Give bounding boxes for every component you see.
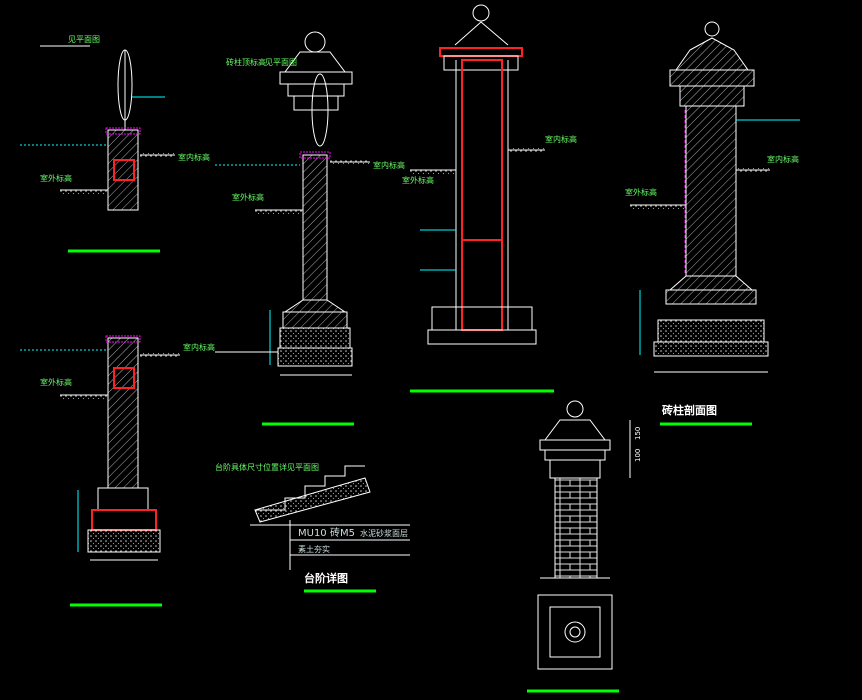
detail-steps: 台阶具体尺寸位置详见平面图 MU10 砖M5 水泥砂浆面层 素土夯实 台阶详图 [215, 462, 410, 593]
dim-100: 100 [634, 449, 642, 462]
detail-top-left: 见平面图 室内标高 室外标高 [20, 35, 210, 253]
detail-left-middle: 室内标高 室外标高 [20, 335, 215, 607]
label-indoor-1: 室内标高 [178, 152, 210, 162]
label-col-top: 砖柱顶标高 [226, 57, 266, 67]
label-outdoor-1: 室外标高 [40, 173, 72, 183]
label-indoor-4: 室内标高 [545, 134, 577, 144]
label-see-plan-1: 见平面图 [68, 35, 100, 44]
label-cement-layer: 水泥砂浆面层 [360, 528, 408, 538]
detail-column-2: 砖柱顶标高 见平面图 室内标高 室外标高 [215, 31, 405, 426]
title-step-detail: 台阶详图 [304, 571, 348, 585]
title-brick-section: 砖柱剖面图 [662, 403, 717, 417]
label-indoor-3: 室内标高 [373, 160, 405, 170]
detail-brick-pillar: 150 100 [527, 400, 642, 693]
label-step-note: 台阶具体尺寸位置详见平面图 [215, 462, 319, 472]
dim-150: 150 [634, 427, 642, 440]
label-outdoor-2: 室外标高 [40, 377, 72, 387]
label-outdoor-3: 室外标高 [232, 192, 264, 202]
label-indoor-5: 室内标高 [767, 154, 799, 164]
label-earth: 素土夯实 [298, 544, 330, 554]
detail-column-3: 室内标高 室外标高 [402, 4, 577, 393]
label-outdoor-4: 室外标高 [402, 175, 434, 185]
label-mu10: MU10 [298, 528, 327, 539]
label-see-plan-2: 见平面图 [265, 58, 297, 67]
detail-column-4: 室内标高 室外标高 砖柱剖面图 [625, 21, 800, 426]
label-outdoor-5: 室外标高 [625, 187, 657, 197]
label-m5: 砖M5 [330, 526, 355, 539]
label-indoor-2: 室内标高 [183, 342, 215, 352]
